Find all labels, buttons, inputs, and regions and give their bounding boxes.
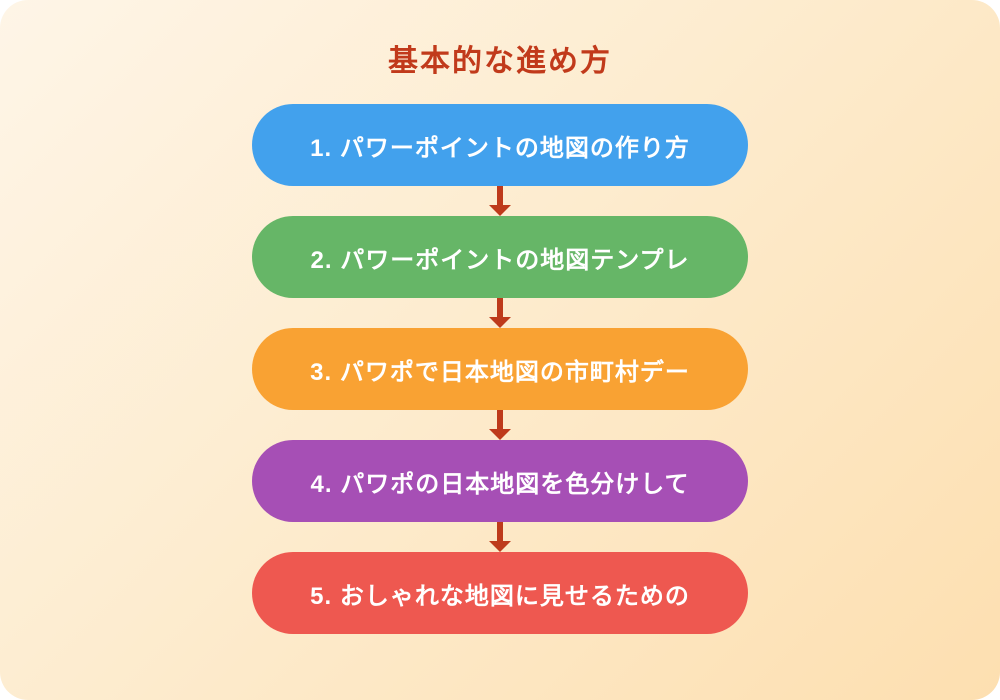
down-arrow-4: [489, 522, 511, 552]
page-title: 基本的な進め方: [388, 45, 612, 78]
step-2-label: 2. パワーポイントの地図テンプレ: [310, 246, 690, 274]
down-arrow-3: [489, 410, 511, 440]
step-5-label: 5. おしゃれな地図に見せるための: [310, 582, 690, 610]
arrow-stem: [497, 186, 503, 205]
down-arrow-2: [489, 298, 511, 328]
down-arrow-1: [489, 186, 511, 216]
step-3: 3. パワポで日本地図の市町村デー: [252, 328, 748, 410]
arrow-stem: [497, 410, 503, 429]
step-5: 5. おしゃれな地図に見せるための: [252, 552, 748, 634]
arrow-stem: [497, 522, 503, 541]
arrow-head-icon: [489, 541, 511, 552]
step-2: 2. パワーポイントの地図テンプレ: [252, 216, 748, 298]
flow-diagram: 1. パワーポイントの地図の作り方 2. パワーポイントの地図テンプレ 3. パ…: [0, 104, 1000, 634]
arrow-stem: [497, 298, 503, 317]
arrow-head-icon: [489, 429, 511, 440]
step-4-label: 4. パワポの日本地図を色分けして: [310, 470, 690, 498]
step-1: 1. パワーポイントの地図の作り方: [252, 104, 748, 186]
step-1-label: 1. パワーポイントの地図の作り方: [310, 134, 690, 162]
step-4: 4. パワポの日本地図を色分けして: [252, 440, 748, 522]
arrow-head-icon: [489, 317, 511, 328]
arrow-head-icon: [489, 205, 511, 216]
step-3-label: 3. パワポで日本地図の市町村デー: [310, 358, 690, 386]
